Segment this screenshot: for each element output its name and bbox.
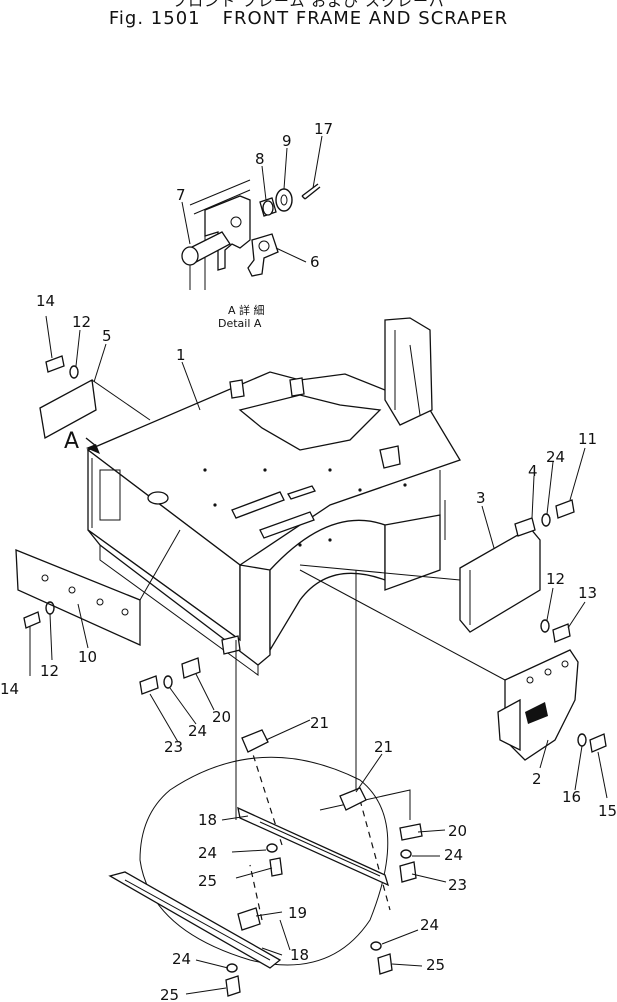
leader-lines [29, 135, 608, 995]
callout-15: 15 [598, 802, 617, 820]
callout-21: 21 [310, 714, 329, 732]
callout-18: 18 [290, 946, 309, 964]
callout-21: 21 [374, 738, 393, 756]
callout-13: 13 [578, 584, 597, 602]
figure-name: FRONT FRAME AND SCRAPER [222, 8, 509, 29]
callout-14: 14 [36, 292, 55, 310]
callout-23: 23 [164, 738, 183, 756]
callout-25: 25 [426, 956, 445, 974]
side-plate-2-assembly [299, 569, 607, 761]
front-frame [86, 317, 461, 676]
callout-16: 16 [562, 788, 581, 806]
callout-25: 25 [160, 986, 179, 1002]
view-arrow-a: A [64, 429, 100, 454]
callout-24: 24 [172, 950, 191, 968]
figure-number: Fig. 1501 [108, 8, 201, 29]
callout-14: 14 [0, 680, 19, 698]
svg-text:A: A [64, 429, 79, 454]
callout-numbers: 17 9 8 7 6 14 12 5 1 11 24 4 3 12 13 14 … [0, 120, 617, 1002]
callout-25: 25 [198, 872, 217, 890]
callout-10: 10 [78, 648, 97, 666]
callout-12: 12 [546, 570, 565, 588]
callout-24: 24 [546, 448, 565, 466]
callout-19: 19 [288, 904, 307, 922]
callout-5: 5 [102, 327, 112, 345]
detail-a-label: Detail A [218, 317, 262, 330]
callout-3: 3 [476, 489, 486, 507]
callout-24: 24 [420, 916, 439, 934]
callout-20: 20 [212, 708, 231, 726]
callout-17: 17 [314, 120, 333, 138]
japanese-title: フロント フレーム および スクレーパ [172, 0, 445, 10]
plate-10-assembly [15, 529, 181, 647]
callout-1: 1 [176, 346, 186, 364]
callout-2: 2 [532, 770, 542, 788]
callout-9: 9 [282, 132, 292, 150]
callout-8: 8 [255, 150, 265, 168]
callout-23: 23 [448, 876, 467, 894]
cover-5-assembly [39, 355, 151, 440]
callout-24: 24 [188, 722, 207, 740]
callout-7: 7 [176, 186, 186, 204]
callout-11: 11 [578, 430, 597, 448]
bracket-20-left [139, 635, 241, 695]
callout-20: 20 [448, 822, 467, 840]
callout-4: 4 [528, 462, 538, 480]
detail-a-japanese: A 詳 細 [228, 303, 265, 317]
callout-18: 18 [198, 811, 217, 829]
scraper-assembly [108, 570, 423, 997]
figure-title: Fig. 1501 FRONT FRAME AND SCRAPER [0, 8, 617, 29]
callout-12: 12 [40, 662, 59, 680]
guard-3-assembly [299, 499, 575, 643]
detail-a-assembly [181, 179, 321, 290]
callout-24: 24 [198, 844, 217, 862]
callout-12: 12 [72, 313, 91, 331]
callout-6: 6 [310, 253, 320, 271]
callout-24: 24 [444, 846, 463, 864]
